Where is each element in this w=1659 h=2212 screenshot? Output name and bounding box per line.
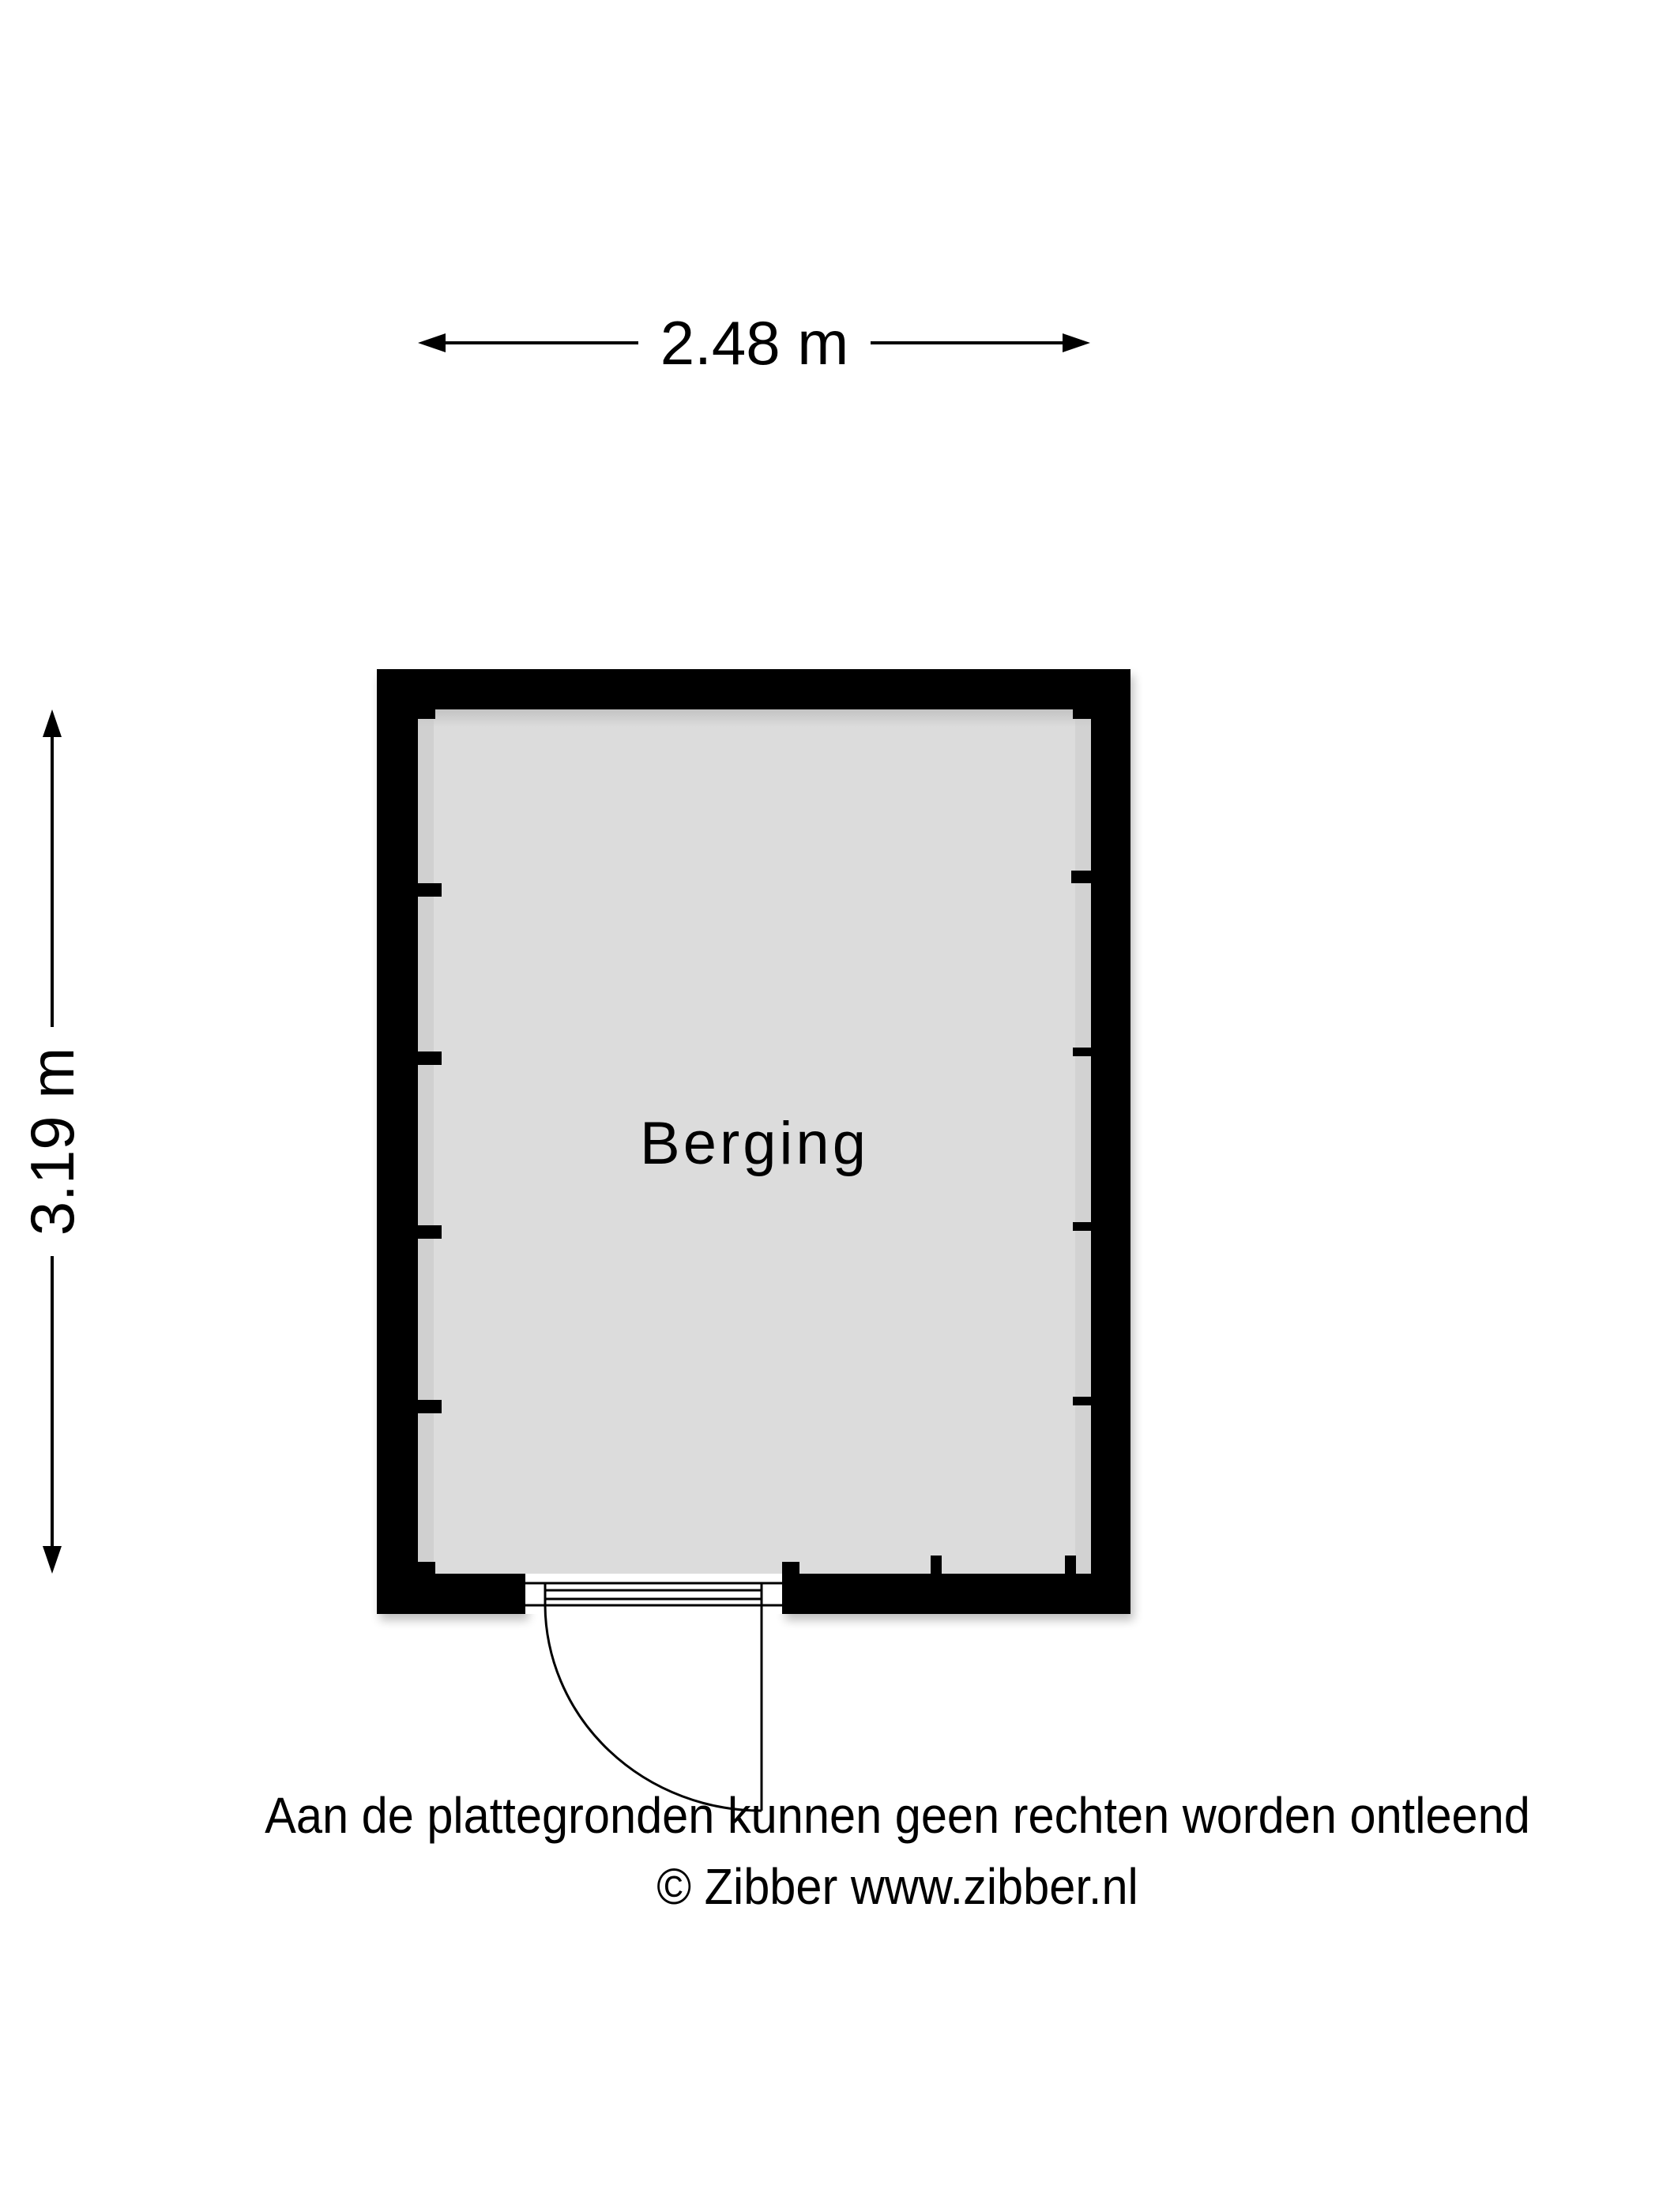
width-dimension-line	[418, 333, 1090, 352]
arrow-right-icon	[1063, 333, 1090, 352]
arrow-down-icon	[43, 1546, 62, 1574]
height-dimension-line	[43, 709, 62, 1574]
disclaimer-text: Aan de plattegronden kunnen geen rechten…	[265, 1787, 1530, 1844]
arrow-left-icon	[418, 333, 446, 352]
height-dimension-label-container: 3.19 m	[17, 1027, 87, 1256]
width-dimension-label: 2.48 m	[638, 310, 871, 376]
door-swing-arc	[544, 1604, 762, 1812]
room-interior	[418, 709, 1091, 1574]
door	[525, 1574, 782, 1812]
arrow-up-icon	[43, 709, 62, 737]
wall-ticks	[418, 709, 1091, 1574]
copyright-text: © Zibber www.zibber.nl	[656, 1858, 1138, 1915]
height-dimension-label: 3.19 m	[17, 1047, 87, 1236]
room-name-label: Berging	[640, 1110, 869, 1177]
